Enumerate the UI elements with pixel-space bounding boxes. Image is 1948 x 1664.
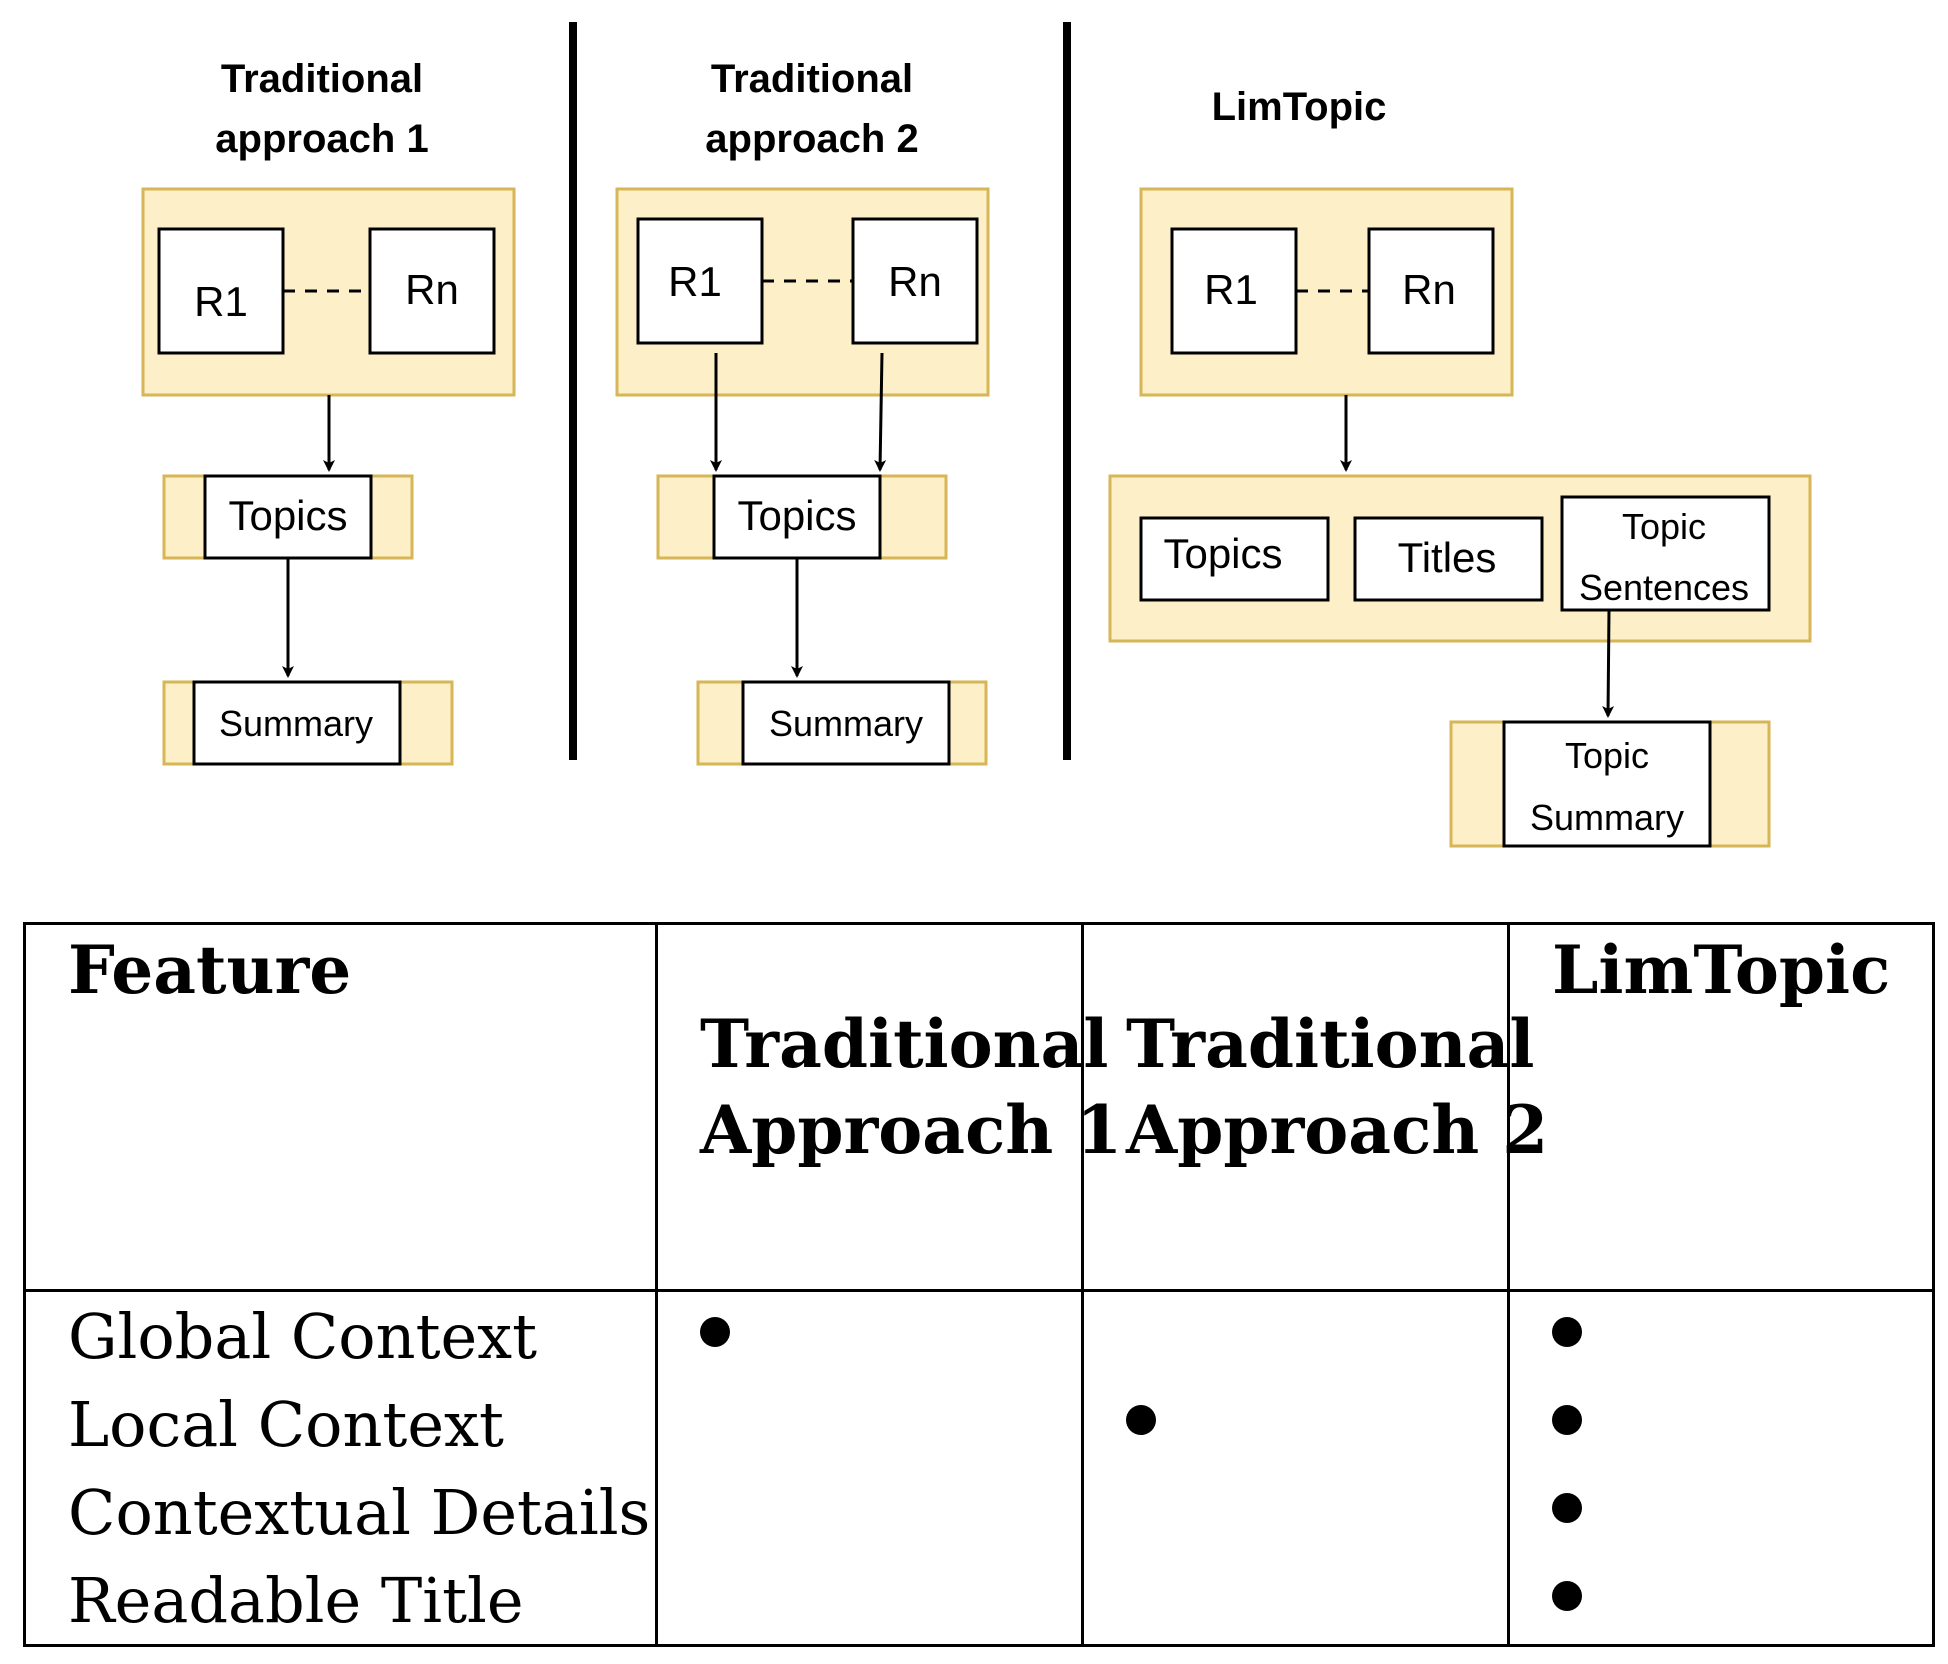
review-label-rn: Rn — [888, 258, 942, 305]
table-row: Readable Title — [23, 1556, 1935, 1646]
column-title: Traditional — [711, 57, 913, 101]
support-cell-limtopic — [1507, 1468, 1935, 1556]
topics-box — [712, 474, 882, 560]
support-cell-app2 — [1081, 1380, 1510, 1468]
column-title: LimTopic — [1212, 85, 1387, 129]
topic-sentences-box — [1560, 495, 1771, 612]
topic-sentences-label: Sentences — [1579, 567, 1749, 608]
support-cell-limtopic — [1507, 1290, 1935, 1380]
support-cell-app2 — [1081, 1556, 1510, 1646]
review-box-r1 — [157, 227, 285, 355]
review-label-r1: R1 — [194, 278, 248, 325]
supported-bullet-icon — [1552, 1581, 1582, 1612]
approach-diagram: Traditional approach 1 R1 Rn Topics Summ… — [141, 22, 1812, 848]
summary-box — [192, 680, 402, 766]
review-label-rn: Rn — [405, 266, 459, 313]
column-traditional-approach-2: Traditional approach 2 R1 Rn Topics Summ… — [615, 57, 990, 766]
flow-arrow — [874, 352, 887, 472]
support-cell-app2 — [1081, 1468, 1510, 1556]
column-title: approach 1 — [215, 117, 428, 161]
support-cell-app2 — [1081, 1290, 1510, 1380]
titles-label: Titles — [1398, 534, 1497, 581]
supported-bullet-icon — [700, 1317, 730, 1348]
support-cell-app1 — [655, 1380, 1084, 1468]
column-title: Traditional — [221, 57, 423, 101]
review-label-rn: Rn — [1402, 266, 1456, 313]
supported-bullet-icon — [1552, 1405, 1582, 1436]
support-cell-app1 — [655, 1556, 1084, 1646]
column-limtopic: LimTopic R1 Rn Topics Titles Topic Sente… — [1108, 85, 1812, 848]
feature-name-cell: Local Context — [23, 1380, 658, 1468]
feature-name-cell: Contextual Details — [23, 1468, 658, 1556]
topic-summary-box — [1502, 720, 1712, 848]
supported-bullet-icon — [1126, 1405, 1156, 1436]
supported-bullet-icon — [1552, 1493, 1582, 1524]
feature-name-cell: Readable Title — [23, 1556, 658, 1646]
summary-label: Summary — [769, 703, 923, 744]
support-cell-app1 — [655, 1290, 1084, 1380]
summary-label: Summary — [219, 703, 373, 744]
topics-label: Topics — [737, 492, 856, 539]
topics-label: Topics — [1163, 530, 1282, 577]
supported-bullet-icon — [1552, 1317, 1582, 1348]
topic-summary-label: Topic — [1565, 735, 1649, 776]
header-limtopic: LimTopic — [1507, 923, 1935, 1292]
feature-name-cell: Global Context — [23, 1290, 658, 1380]
review-label-r1: R1 — [1204, 266, 1258, 313]
table-row: Global Context — [23, 1290, 1935, 1380]
review-box-r1 — [1170, 227, 1298, 355]
topics-label: Topics — [228, 492, 347, 539]
review-box-rn — [1367, 227, 1495, 355]
header-feature: Feature — [23, 923, 658, 1292]
review-box-rn — [851, 217, 979, 345]
support-cell-limtopic — [1507, 1380, 1935, 1468]
titles-box — [1353, 516, 1544, 602]
support-cell-limtopic — [1507, 1556, 1935, 1646]
topic-summary-label: Summary — [1530, 797, 1684, 838]
review-box-r1 — [636, 217, 764, 345]
topic-sentences-label: Topic — [1622, 506, 1706, 547]
review-box-rn — [368, 227, 496, 355]
flow-arrow — [1602, 609, 1615, 718]
summary-box — [741, 680, 951, 766]
table-row: Contextual Details — [23, 1468, 1935, 1556]
topics-box — [1139, 516, 1330, 602]
table-row: Local Context — [23, 1380, 1935, 1468]
column-title: approach 2 — [705, 117, 918, 161]
support-cell-app1 — [655, 1468, 1084, 1556]
column-traditional-approach-1: Traditional approach 1 R1 Rn Topics Summ… — [141, 57, 516, 766]
review-label-r1: R1 — [668, 258, 722, 305]
